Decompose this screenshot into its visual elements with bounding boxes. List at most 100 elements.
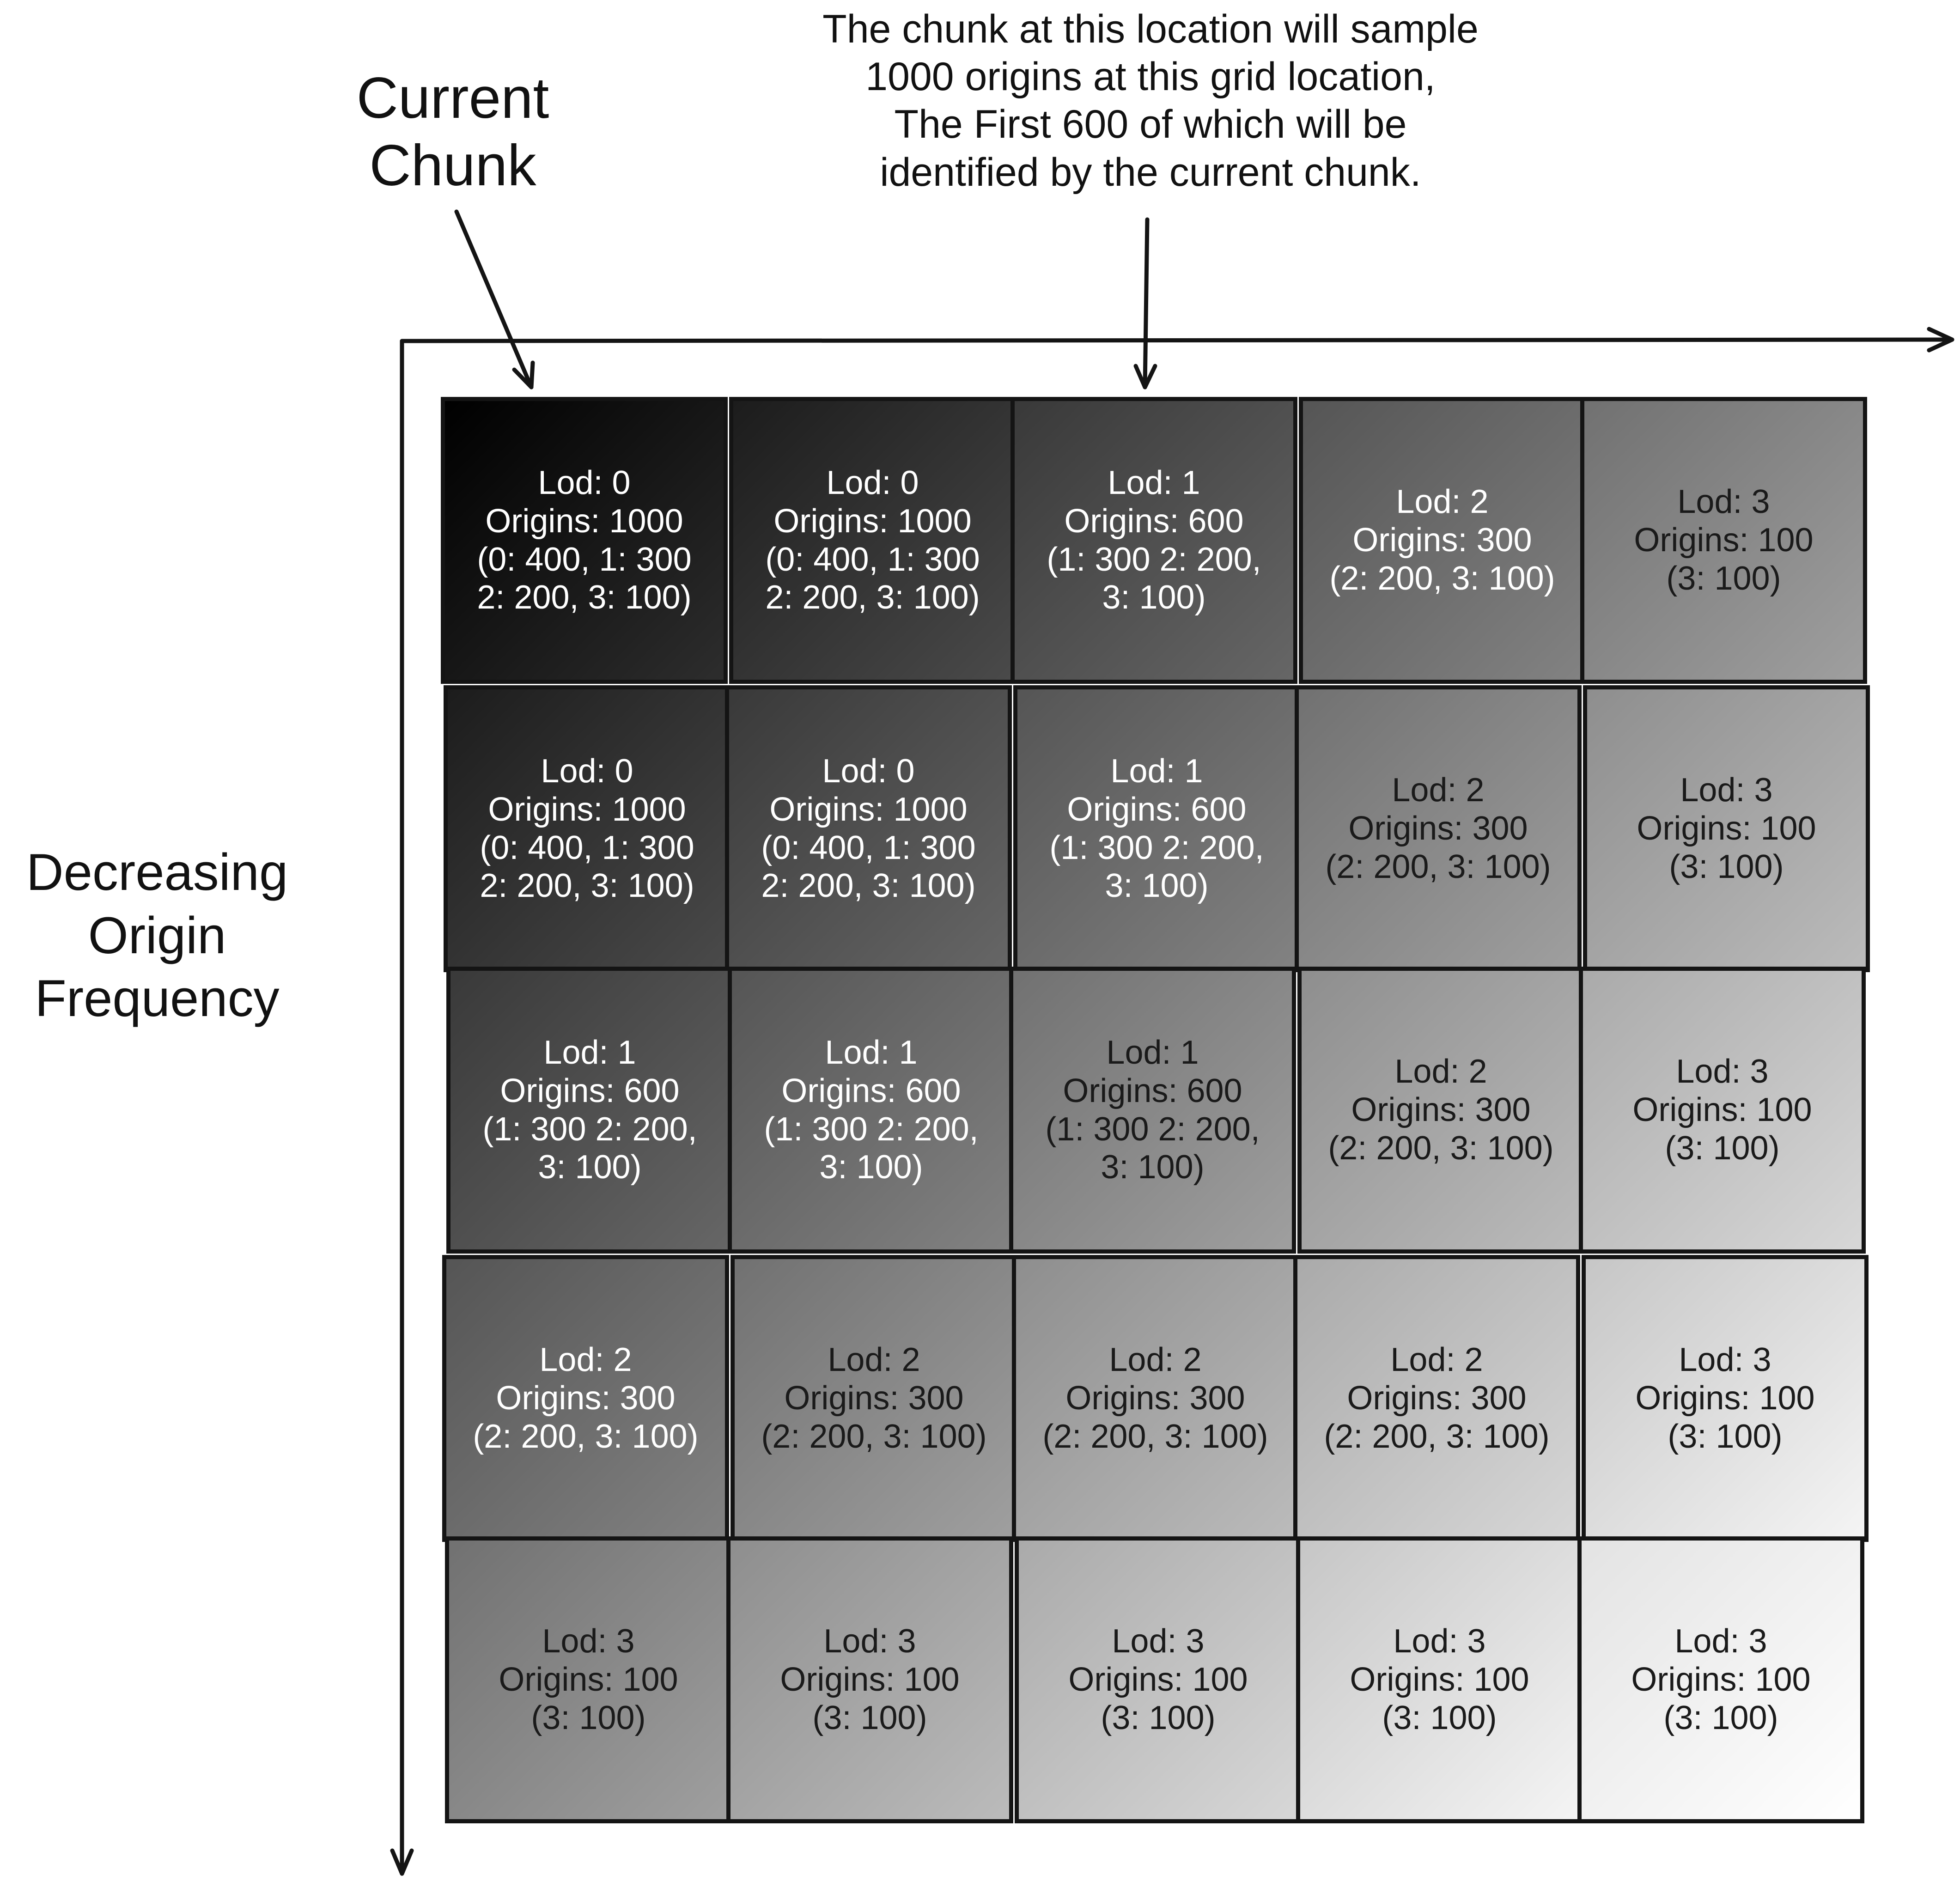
grid-cell-breakdown: 2: 200, 3: 100)	[477, 579, 692, 616]
grid-cell-lod: Lod: 0	[538, 464, 631, 501]
grid-cell-breakdown: (1: 300 2: 200,	[1045, 1110, 1260, 1148]
grid-cell-lod: Lod: 2	[1396, 483, 1489, 521]
grid-cell-origins: Origins: 300	[784, 1380, 964, 1417]
grid-cell-breakdown: (1: 300 2: 200,	[764, 1110, 979, 1148]
grid-cell-breakdown: (1: 300 2: 200,	[1049, 829, 1264, 866]
grid-cell-breakdown: (2: 200, 3: 100)	[1329, 560, 1555, 597]
grid-cell-lod: Lod: 1	[1108, 464, 1200, 501]
grid-cell-lod: Lod: 0	[541, 752, 633, 790]
grid-cell-breakdown: (0: 400, 1: 300	[480, 829, 694, 866]
grid-cell-breakdown: (2: 200, 3: 100)	[473, 1418, 699, 1455]
grid-cell-breakdown: (3: 100)	[1666, 560, 1781, 597]
current-chunk-label: Current Chunk	[300, 65, 605, 200]
grid-cell-lod: Lod: 3	[1679, 1341, 1771, 1379]
grid-cell-lod: Lod: 1	[825, 1034, 918, 1071]
y-axis-label: Decreasing Origin Frequency	[0, 841, 314, 1030]
annotation-line-4: identified by the current chunk.	[880, 150, 1421, 195]
grid-cell-lod: Lod: 3	[1677, 483, 1770, 521]
grid-cell-origins: Origins: 1000	[769, 791, 968, 828]
grid-cell-breakdown: 3: 100)	[1101, 1149, 1205, 1186]
grid-cell-lod: Lod: 3	[1676, 1053, 1769, 1090]
y-axis-label-line-2: Origin	[88, 906, 226, 964]
grid-cell-origins: Origins: 100	[1068, 1661, 1248, 1699]
grid-cell-origins: Origins: 1000	[485, 502, 683, 540]
grid-cell-breakdown: (2: 200, 3: 100)	[761, 1418, 987, 1455]
grid-cell-origins: Origins: 1000	[488, 791, 686, 828]
grid-cell-origins: Origins: 100	[1637, 810, 1816, 847]
grid-cell-origins: Origins: 100	[1631, 1661, 1811, 1699]
grid-cell-lod: Lod: 2	[828, 1341, 920, 1379]
grid-cell-breakdown: (3: 100)	[1665, 1129, 1780, 1167]
annotation-arrow	[1143, 217, 1150, 390]
grid-cell-lod: Lod: 1	[1106, 1034, 1199, 1071]
y-axis-label-line-1: Decreasing	[26, 843, 288, 901]
grid-cell-origins: Origins: 1000	[773, 502, 972, 540]
grid-cell-breakdown: (3: 100)	[1101, 1699, 1216, 1736]
grid-cell-breakdown: (2: 200, 3: 100)	[1042, 1418, 1268, 1455]
annotation-label: The chunk at this location will sample 1…	[758, 6, 1543, 196]
annotation-arrowhead-icon	[1133, 364, 1157, 390]
grid-cell-breakdown: (3: 100)	[1663, 1699, 1778, 1736]
x-axis-arrowhead-icon	[1927, 327, 1954, 353]
annotation-line-2: 1000 origins at this grid location,	[865, 55, 1436, 99]
grid-cell-origins: Origins: 100	[1350, 1661, 1529, 1699]
grid-cell-origins: Origins: 100	[1635, 1380, 1815, 1417]
grid-cell-lod: Lod: 3	[1393, 1623, 1486, 1660]
grid-cell-origins: Origins: 300	[1351, 1091, 1531, 1129]
grid-cell-lod: Lod: 3	[1674, 1623, 1767, 1660]
grid-cell-lod: Lod: 2	[1392, 772, 1485, 809]
grid-cell-lod: Lod: 2	[1109, 1341, 1202, 1379]
grid-cell-breakdown: (0: 400, 1: 300	[761, 829, 976, 866]
grid-cell-origins: Origins: 100	[780, 1661, 960, 1699]
grid-cell-origins: Origins: 300	[496, 1380, 676, 1417]
grid-cell-lod: Lod: 1	[543, 1034, 636, 1071]
grid-cell-breakdown: 3: 100)	[819, 1149, 923, 1186]
grid-cell-origins: Origins: 600	[500, 1072, 680, 1109]
annotation-line-1: The chunk at this location will sample	[822, 7, 1479, 51]
grid-cell-breakdown: (1: 300 2: 200,	[1047, 541, 1261, 578]
grid-cell-breakdown: 2: 200, 3: 100)	[761, 867, 976, 905]
grid-cell-origins: Origins: 600	[1063, 1072, 1242, 1109]
grid-cell-breakdown: (3: 100)	[531, 1699, 646, 1736]
grid-cell-lod: Lod: 2	[539, 1341, 632, 1379]
grid-cell-lod: Lod: 0	[826, 464, 919, 501]
grid-cell-breakdown: 2: 200, 3: 100)	[765, 579, 980, 616]
grid-cell-origins: Origins: 600	[1064, 502, 1244, 540]
grid-cell-breakdown: (3: 100)	[812, 1699, 927, 1736]
grid-cell-breakdown: (1: 300 2: 200,	[482, 1110, 697, 1148]
grid-cell-lod: Lod: 3	[823, 1623, 916, 1660]
current-chunk-line-1: Current	[356, 66, 549, 130]
